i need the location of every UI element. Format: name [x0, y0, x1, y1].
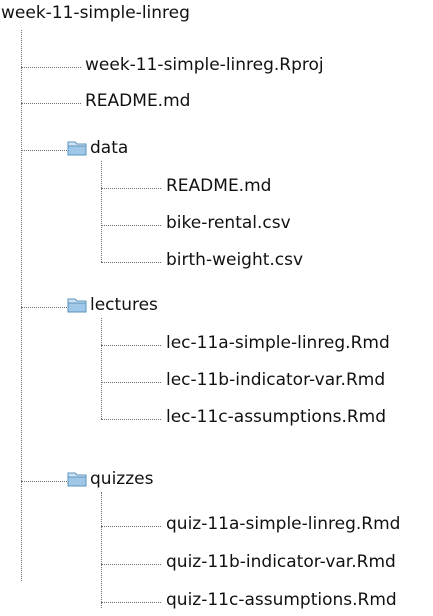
tree-branch-quizzes — [21, 481, 67, 482]
file-item-rproj[interactable]: week-11-simple-linreg.Rproj — [85, 55, 324, 75]
tree-branch-data — [21, 150, 67, 151]
file-item-bike-rental[interactable]: bike-rental.csv — [166, 213, 291, 233]
tree-branch-rproj — [21, 67, 81, 68]
tree-branch-bike-rental — [101, 225, 161, 226]
file-item-readme[interactable]: README.md — [85, 91, 191, 111]
tree-branch-birth-weight — [101, 262, 161, 263]
tree-branch-quiz-11c — [101, 602, 161, 603]
file-item-quiz-11b[interactable]: quiz-11b-indicator-var.Rmd — [166, 552, 396, 572]
tree-root-connector — [21, 30, 22, 581]
folder-icon — [67, 468, 87, 488]
tree-branch-lec-11b — [101, 382, 161, 383]
file-item-lec-11b[interactable]: lec-11b-indicator-var.Rmd — [166, 370, 386, 390]
file-item-birth-weight[interactable]: birth-weight.csv — [166, 250, 304, 270]
file-item-lec-11a[interactable]: lec-11a-simple-linreg.Rmd — [166, 333, 390, 353]
tree-branch-data-readme — [101, 188, 161, 189]
folder-item-lectures[interactable]: lectures — [90, 295, 158, 315]
quizzes-children-connector — [101, 492, 102, 608]
tree-branch-lec-11c — [101, 419, 161, 420]
file-item-quiz-11c[interactable]: quiz-11c-assumptions.Rmd — [166, 590, 397, 610]
file-item-data-readme[interactable]: README.md — [166, 176, 272, 196]
tree-branch-quiz-11b — [101, 564, 161, 565]
tree-branch-lec-11a — [101, 345, 161, 346]
file-item-quiz-11a[interactable]: quiz-11a-simple-linreg.Rmd — [166, 514, 401, 534]
tree-branch-lectures — [21, 307, 67, 308]
tree-branch-quiz-11a — [101, 526, 161, 527]
tree-root-label: week-11-simple-linreg — [1, 3, 190, 23]
lectures-children-connector — [101, 318, 102, 419]
folder-item-quizzes[interactable]: quizzes — [90, 469, 154, 489]
tree-branch-readme — [21, 103, 81, 104]
folder-item-data[interactable]: data — [90, 138, 129, 158]
file-item-lec-11c[interactable]: lec-11c-assumptions.Rmd — [166, 407, 387, 427]
folder-icon — [67, 294, 87, 314]
data-children-connector — [101, 161, 102, 262]
folder-icon — [67, 137, 87, 157]
